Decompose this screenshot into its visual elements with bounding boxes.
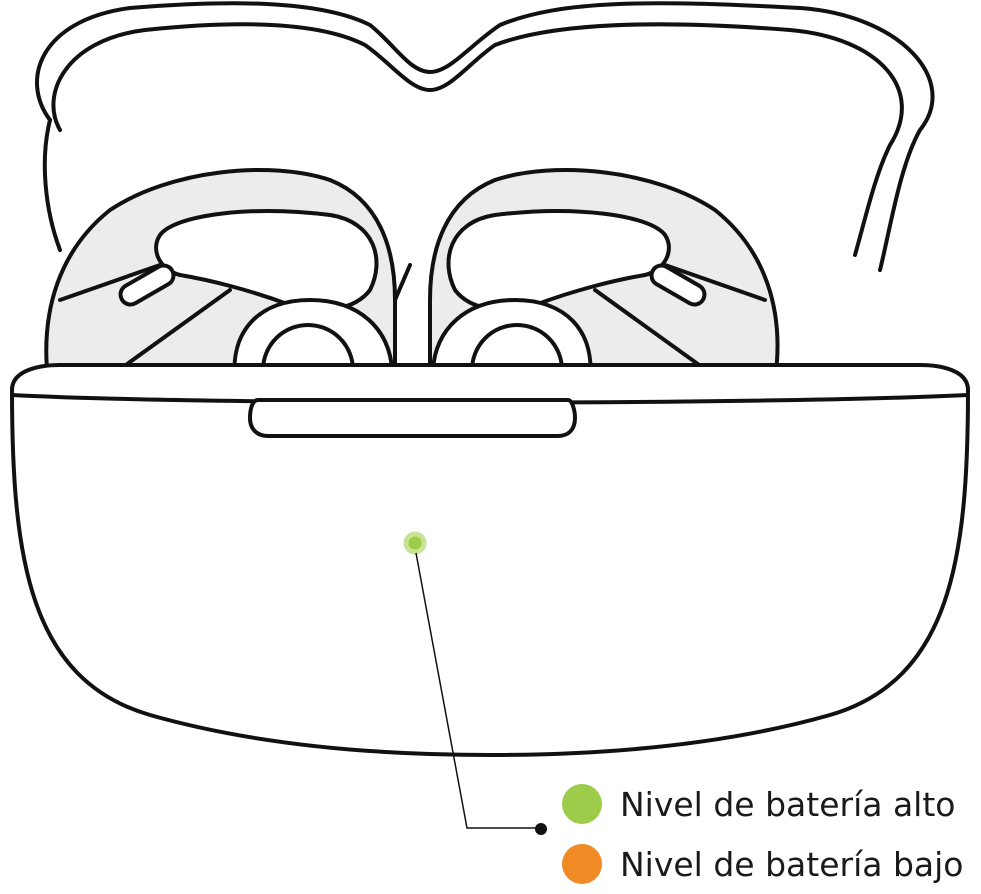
legend-item-low-battery: Nivel de batería bajo (562, 834, 981, 894)
legend-label-low: Nivel de batería bajo (620, 845, 963, 884)
legend-item-high-battery: Nivel de batería alto (562, 774, 981, 834)
legend-label-high: Nivel de batería alto (620, 785, 955, 824)
orange-dot-icon (562, 844, 602, 884)
indicator-led (406, 534, 424, 552)
case-bowl (12, 365, 968, 755)
green-dot-icon (562, 784, 602, 824)
callout-endpoint-dot (535, 823, 547, 835)
